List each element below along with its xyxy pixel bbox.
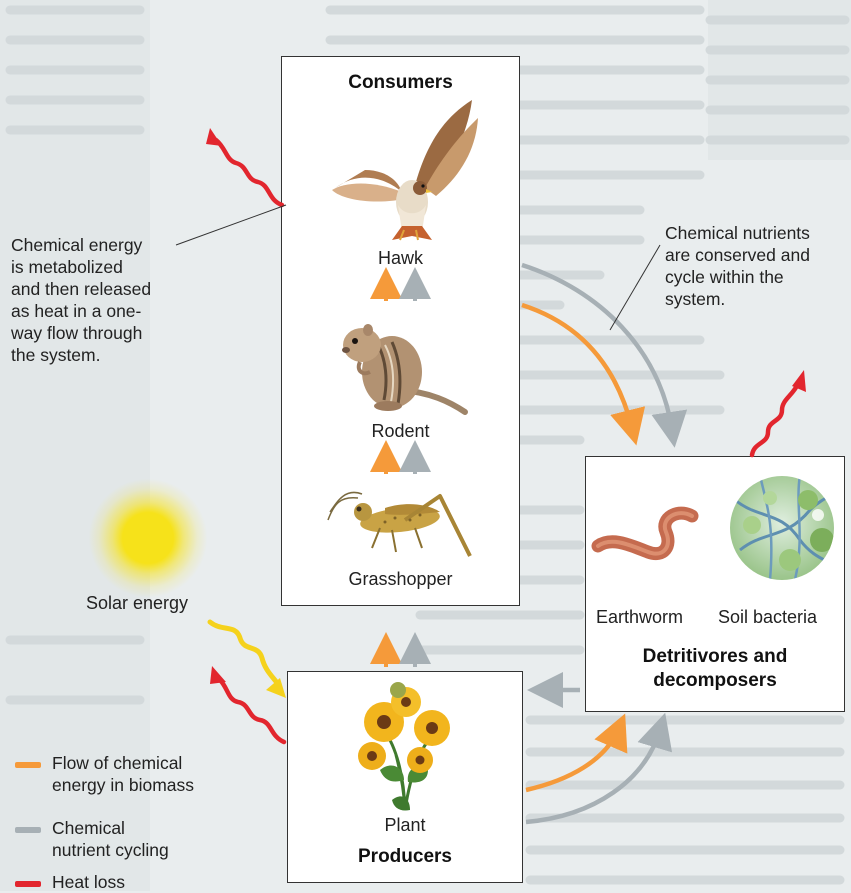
plant-flower-icon [358,682,450,811]
legend-heat-label: Heat loss [52,871,125,893]
nutrient-note-line: system. [665,288,850,310]
rodent-label: Rodent [281,421,520,442]
energy-note-line: the system. [11,344,191,366]
decomposers-title-line1: Detritivores and [585,646,845,668]
grasshopper-label: Grasshopper [281,569,520,590]
producers-title: Producers [287,846,523,868]
nutrient-note: Chemical nutrients are conserved and cyc… [665,222,850,310]
legend-nutrient-line2: nutrient cycling [52,839,169,861]
legend-nutrient: Chemical nutrient cycling [52,817,169,861]
legend-heat: Heat loss [52,871,125,893]
energy-note-line: is metabolized [11,256,191,278]
energy-note-line: and then released [11,278,191,300]
hawk-icon [332,100,478,240]
legend-energy: Flow of chemical energy in biomass [52,752,194,796]
nutrient-note-line: are conserved and [665,244,850,266]
solar-energy-label: Solar energy [86,593,188,614]
grasshopper-icon [328,492,470,556]
legend-energy-line2: energy in biomass [52,774,194,796]
earthworm-icon [598,513,692,553]
hawk-label: Hawk [281,248,520,269]
nutrient-note-line: Chemical nutrients [665,222,850,244]
legend-nutrient-line1: Chemical [52,817,169,839]
energy-note: Chemical energy is metabolized and then … [11,234,191,366]
rodent-icon [342,324,465,412]
energy-note-line: Chemical energy [11,234,191,256]
plant-label: Plant [287,815,523,836]
consumers-title: Consumers [281,72,520,94]
soil-bacteria-label: Soil bacteria [718,607,817,628]
soil-bacteria-icon [730,475,840,580]
earthworm-label: Earthworm [596,607,683,628]
energy-note-line: as heat in a one- [11,300,191,322]
nutrient-note-line: cycle within the [665,266,850,288]
energy-note-line: way flow through [11,322,191,344]
legend-energy-line1: Flow of chemical [52,752,194,774]
decomposers-title-line2: decomposers [585,670,845,692]
